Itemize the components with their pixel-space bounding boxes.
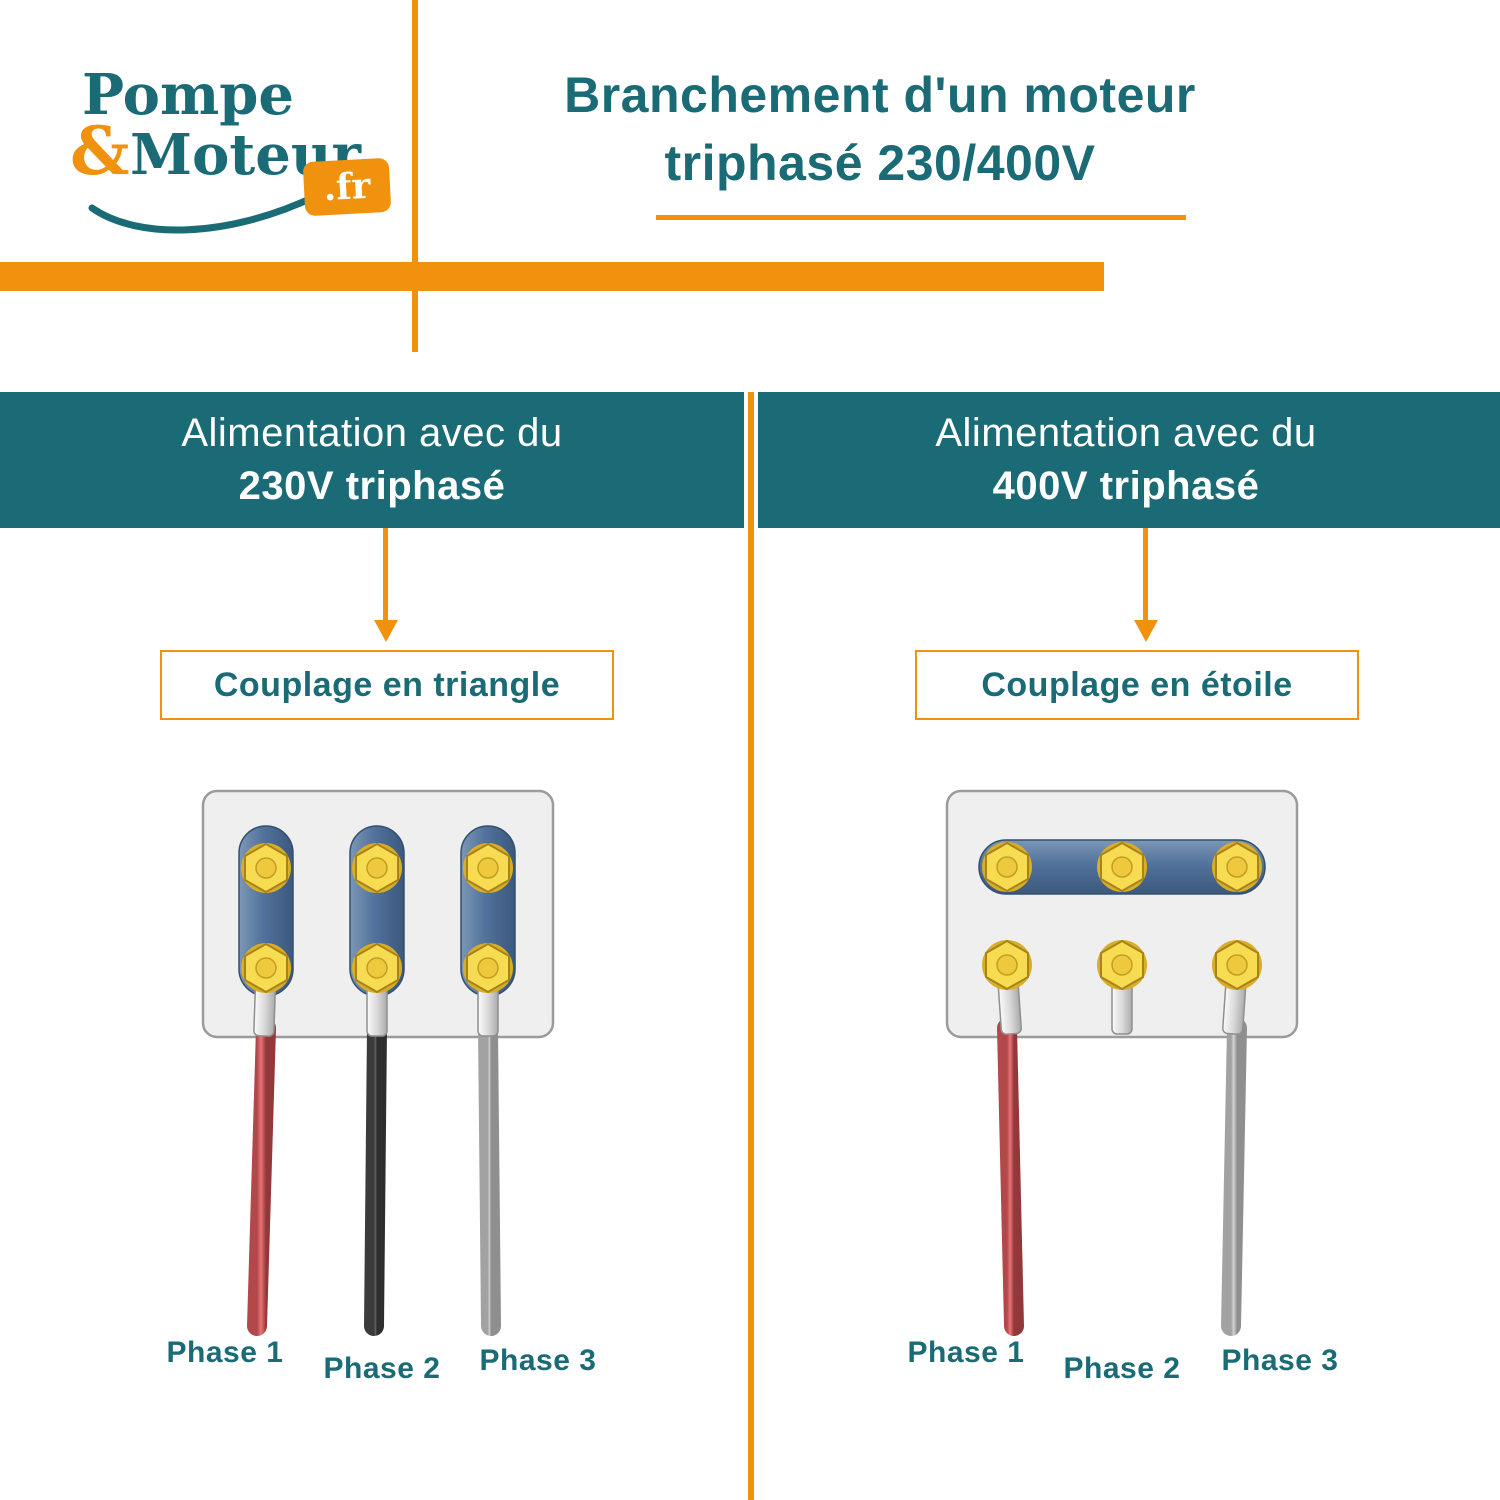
coupling-box-triangle: Couplage en triangle: [160, 650, 614, 720]
logo-ampersand: &: [70, 112, 130, 190]
down-arrow-right: [1143, 528, 1148, 622]
orange-horizontal-rule: [0, 262, 1104, 291]
logo-swoosh-icon: [88, 192, 320, 234]
down-arrow-left: [383, 528, 388, 622]
wire-phase3-gray: [1221, 1018, 1247, 1336]
wire-phase1-red: [997, 1018, 1024, 1336]
header-right-line1: Alimentation avec du: [935, 411, 1317, 455]
terminal-block-triangle: [201, 789, 555, 1336]
page-title-line1: Branchement d'un moteur: [564, 67, 1196, 123]
header-left-line2: 230V triphasé: [238, 464, 506, 508]
phase-label: Phase 1: [907, 1336, 1025, 1369]
header-right: Alimentation avec du 400V triphasé: [752, 392, 1500, 528]
phase-label: Phase 2: [323, 1352, 441, 1385]
terminal-block-star: [945, 789, 1299, 1336]
logo-domain-badge: .fr: [302, 157, 392, 217]
header-left: Alimentation avec du 230V triphasé: [0, 392, 744, 528]
title-underline: [656, 215, 1186, 220]
header-left-line1: Alimentation avec du: [181, 411, 563, 455]
wire-phase2-black: [364, 1018, 387, 1336]
phase-label: Phase 3: [479, 1344, 597, 1377]
phase-label: Phase 2: [1063, 1352, 1181, 1385]
phase-label: Phase 1: [166, 1336, 284, 1369]
page-title: Branchement d'un moteur triphasé 230/400…: [540, 62, 1220, 197]
coupling-box-etoile: Couplage en étoile: [915, 650, 1359, 720]
logo: Pompe & Moteur .fr: [70, 62, 432, 246]
center-divider-line: [744, 392, 758, 1500]
logo-word-pompe: Pompe: [82, 62, 294, 128]
phase-label: Phase 3: [1221, 1344, 1339, 1377]
header-right-line2: 400V triphasé: [992, 464, 1260, 508]
top-divider-line: [412, 0, 418, 352]
wire-phase3-gray: [478, 1018, 501, 1336]
wire-phase1-red: [247, 1018, 276, 1336]
page-title-line2: triphasé 230/400V: [664, 134, 1096, 191]
